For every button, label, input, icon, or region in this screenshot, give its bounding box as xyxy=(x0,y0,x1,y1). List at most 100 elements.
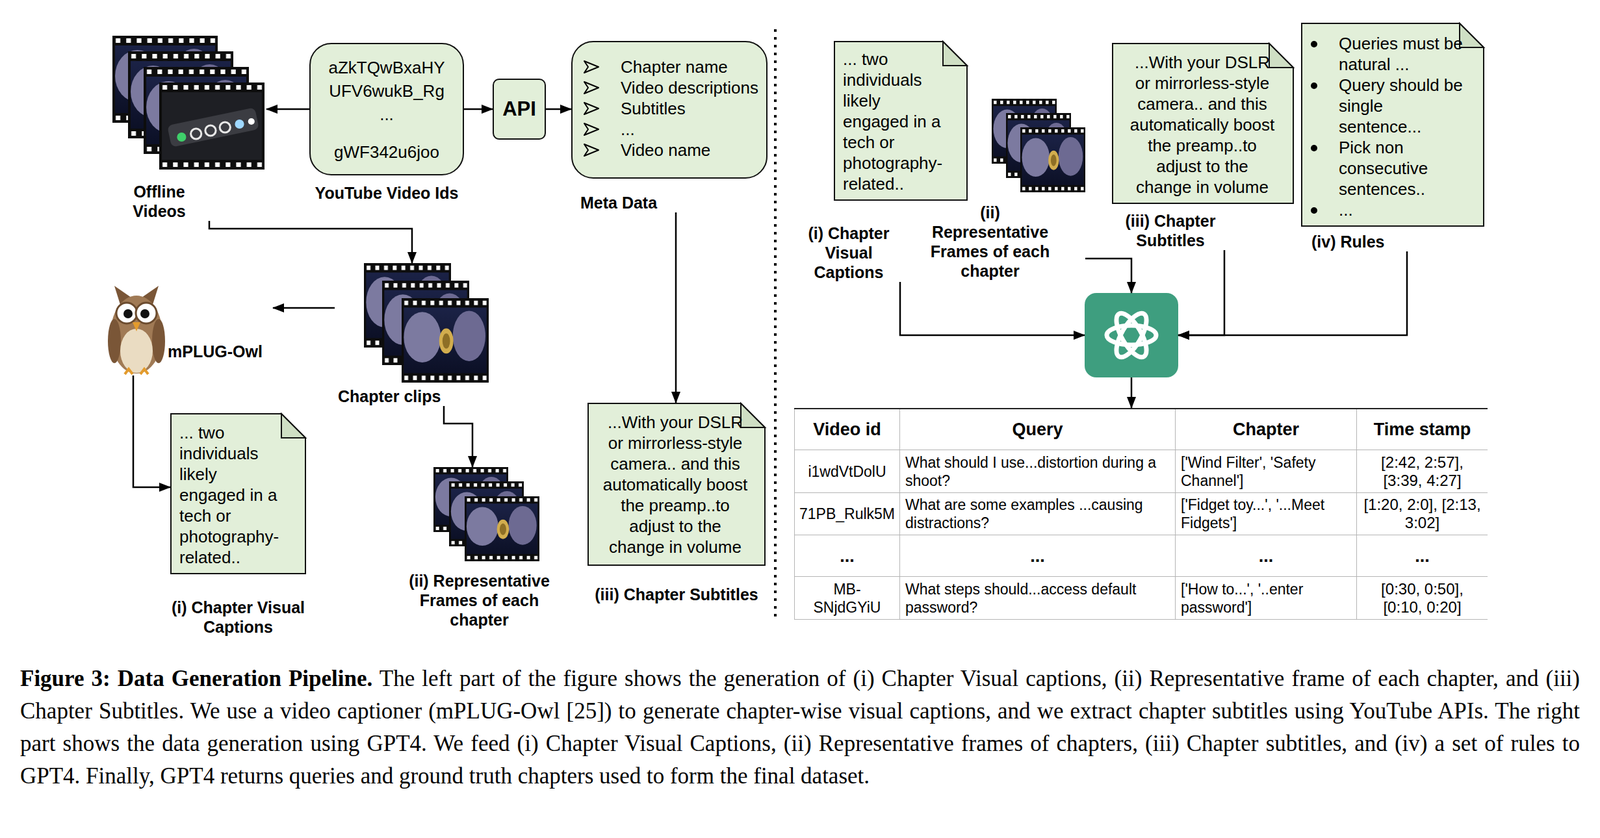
api-box: API xyxy=(492,78,546,140)
note-body xyxy=(1301,23,1484,227)
table-cell: ['Wind Filter', 'Safety Channel'] xyxy=(1175,450,1357,494)
table-cell: What steps should...access default passw… xyxy=(900,577,1176,620)
figure-title: Figure 3: Data Generation Pipeline. xyxy=(20,666,373,692)
bullet-arrow xyxy=(582,122,600,137)
node-label: Meta Data xyxy=(580,193,775,213)
list-row: Video descriptions xyxy=(582,77,759,99)
bullet-dot xyxy=(1310,144,1318,153)
bullet-arrow-shape xyxy=(584,61,599,73)
chapter-clip-stack xyxy=(363,263,489,383)
subtitle-note: ...With your DSLR or mirrorless-style ca… xyxy=(1111,42,1294,251)
bullet-dot xyxy=(1310,206,1318,215)
rule-text: Queries must be natural ... xyxy=(1338,33,1469,75)
node-label: (i) Chapter Visual Captions xyxy=(170,597,307,637)
table-cell: 71PB_Rulk5M xyxy=(794,493,901,536)
table-cell: ['Fidget toy...', '...Meet Fidgets'] xyxy=(1175,493,1357,536)
bullet-arrow-shape xyxy=(584,144,599,156)
owl-eye xyxy=(135,302,157,324)
list-row: Video name xyxy=(582,139,759,161)
node-label: (iii) Chapter Subtitles xyxy=(587,584,766,605)
table-cell: [2:42, 2:57], [3:39, 4:27] xyxy=(1356,450,1488,494)
owl-beak xyxy=(132,322,141,332)
note-body xyxy=(834,41,968,201)
connector xyxy=(675,212,678,403)
film-frame xyxy=(401,298,489,383)
connector xyxy=(272,307,335,310)
connector xyxy=(1178,251,1407,336)
owl-wing xyxy=(152,319,166,364)
film-frame xyxy=(464,496,540,562)
note-shape: Queries must be natural ...Query should … xyxy=(1301,22,1485,227)
api-group: API xyxy=(492,78,546,140)
bullet-arrow xyxy=(582,142,600,158)
connector xyxy=(266,108,310,111)
dataset-table: Video idQueryChapterTime stampi1wdVtDolU… xyxy=(794,408,1488,620)
bullet-arrow-shape xyxy=(584,123,599,136)
bullet-dot-shape xyxy=(1310,40,1318,48)
frame-stack: (ii) Representative Frames of each chapt… xyxy=(926,98,1086,281)
caption-note: ... two individuals likely engaged in a … xyxy=(170,413,307,637)
table-header: Video id xyxy=(794,409,901,451)
note-shape: ...With your DSLR or mirrorless-style ca… xyxy=(587,402,766,567)
gpt-tile xyxy=(1084,293,1179,378)
bullet-dot xyxy=(1310,81,1318,90)
note-fold xyxy=(1269,43,1294,68)
owl-feet xyxy=(124,369,149,375)
owl-belly xyxy=(120,328,153,374)
node-label: (ii) Representative Frames of each chapt… xyxy=(402,571,556,630)
subtitle-note: ...With your DSLR or mirrorless-style ca… xyxy=(587,402,766,605)
id-box: aZkTQwBxaHYUFV6wukB_Rg... gWF342u6joo xyxy=(309,42,465,176)
owl-eye xyxy=(116,302,138,324)
list-row: Chapter name xyxy=(582,56,759,78)
bullet-arrow xyxy=(582,59,600,75)
caption-block: Figure 3: Data Generation Pipeline.The l… xyxy=(20,662,1580,793)
id-text: ... xyxy=(318,102,455,127)
connector xyxy=(209,220,413,264)
table-cell: [0:30, 0:50], [0:10, 0:20] xyxy=(1356,577,1488,620)
note-shape: ... two individuals likely engaged in a … xyxy=(833,40,968,201)
connector xyxy=(1178,250,1225,336)
owl-pupil xyxy=(123,309,133,319)
rules-note: Queries must be natural ...Query should … xyxy=(1301,22,1485,252)
connector xyxy=(464,108,493,111)
rule-text: ... xyxy=(1338,199,1469,221)
node-label: (i) Chapter Visual Captions xyxy=(803,223,895,283)
list-item: Video name xyxy=(620,139,711,161)
owl-illustration xyxy=(107,285,166,375)
logo-loop xyxy=(1110,309,1153,362)
note-shape: ... two individuals likely engaged in a … xyxy=(170,413,307,575)
video-id-group: aZkTQwBxaHYUFV6wukB_Rg...gWF342u6jooYouT… xyxy=(309,42,465,203)
note-body xyxy=(170,413,306,574)
table-header: Query xyxy=(900,409,1176,451)
bullet-dot xyxy=(1310,40,1318,49)
list-item: Chapter name xyxy=(620,56,728,78)
table-cell: MB-SNjdGYiU xyxy=(794,577,901,620)
list-item: Subtitles xyxy=(620,98,686,119)
id-text: aZkTQwBxaHY xyxy=(318,55,455,80)
owl-wing xyxy=(107,319,121,364)
frame-stack-left xyxy=(433,467,540,562)
frame-stack-right xyxy=(991,98,1086,193)
id-text: UFV6wukB_Rg xyxy=(318,79,455,103)
note-text: ... two individuals likely engaged in a … xyxy=(179,422,284,568)
connector xyxy=(443,406,473,468)
note-fold xyxy=(740,403,765,428)
table-cell: ... xyxy=(794,535,901,578)
note-fold xyxy=(942,41,968,66)
owl-model: mPLUG-Owl xyxy=(110,273,273,376)
list-row: Subtitles xyxy=(582,98,759,119)
api-text: API xyxy=(502,97,537,121)
note-text: ...With your DSLR or mirrorless-style ca… xyxy=(600,412,750,558)
rule-text: Pick non consecutive sentences.. xyxy=(1338,137,1469,200)
node-label: (iv) Rules xyxy=(1311,232,1442,252)
film-frame xyxy=(1020,127,1086,193)
metadata-box: Chapter nameVideo descriptionsSubtitles.… xyxy=(571,40,768,179)
connector xyxy=(900,282,1085,336)
id-text: gWF342u6joo xyxy=(318,140,455,164)
bullet-dot-shape xyxy=(1310,82,1318,90)
list-item: Video descriptions xyxy=(620,77,759,99)
connector xyxy=(545,108,572,111)
node-label: (ii) Representative Frames of each chapt… xyxy=(926,202,1054,281)
note-text: ...With your DSLR or mirrorless-style ca… xyxy=(1127,51,1278,198)
list-item: ... xyxy=(620,118,635,140)
